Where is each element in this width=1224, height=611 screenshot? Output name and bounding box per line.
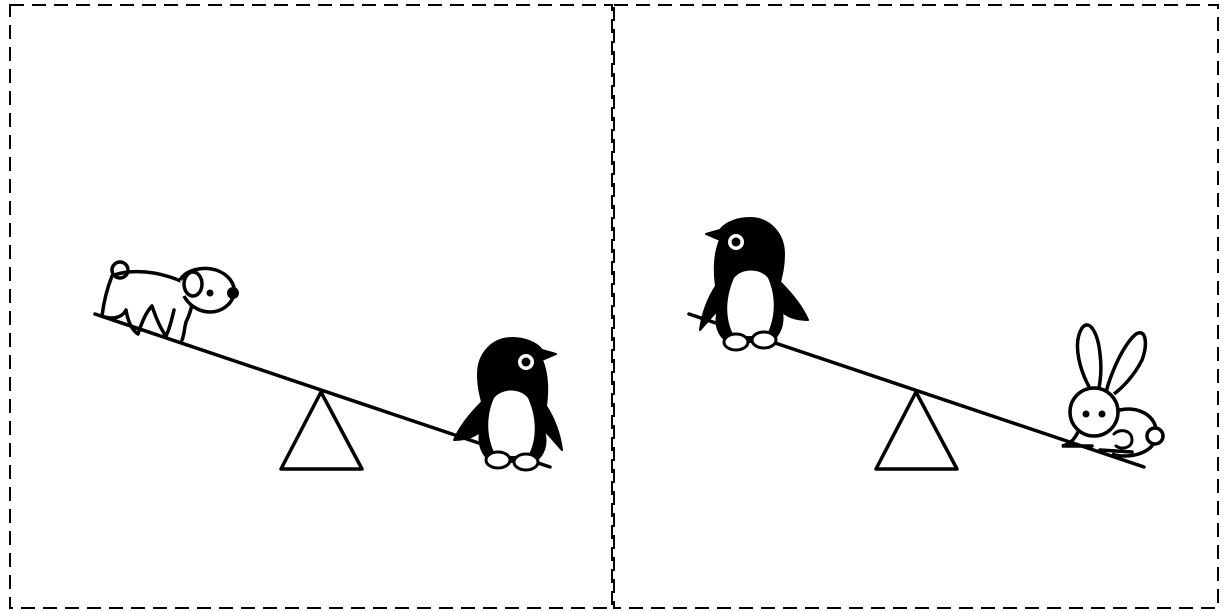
fulcrum-triangle xyxy=(876,392,957,469)
dog-icon xyxy=(102,262,239,340)
fulcrum-triangle xyxy=(281,392,362,469)
penguin-icon xyxy=(454,338,562,470)
left-panel-border xyxy=(10,5,612,608)
penguin-icon xyxy=(700,218,808,350)
rabbit-icon xyxy=(1062,325,1163,456)
